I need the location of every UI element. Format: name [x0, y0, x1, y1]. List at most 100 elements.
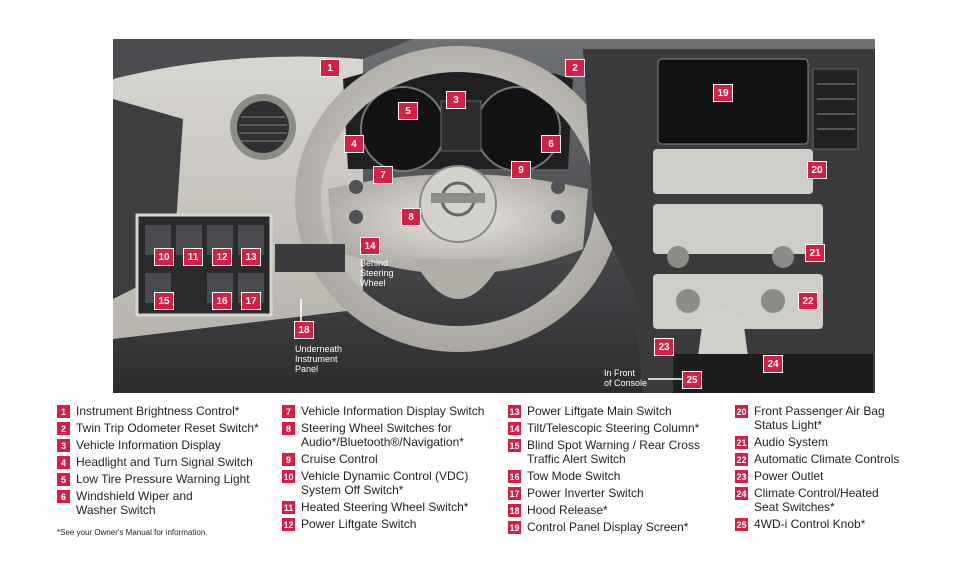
legend-label: Front Passenger Air Bag Status Light*: [754, 404, 885, 432]
legend-number: 9: [282, 453, 295, 466]
legend-label: Automatic Climate Controls: [754, 452, 900, 466]
legend-item: 10 Vehicle Dynamic Control (VDC) System O…: [282, 469, 497, 497]
legend-label: Tilt/Telescopic Steering Column*: [527, 421, 700, 435]
legend-label: Hood Release*: [527, 503, 608, 517]
underneath-panel-note: Underneath Instrument Panel: [295, 344, 343, 374]
callout-16: 16: [212, 292, 232, 310]
legend-number: 18: [508, 504, 521, 517]
legend-label: Vehicle Information Display: [76, 438, 221, 452]
legend-item: 24 Climate Control/Heated Seat Switches*: [735, 486, 955, 514]
callout-5: 5: [398, 102, 418, 120]
callout-22: 22: [798, 292, 818, 310]
callout-23: 23: [654, 338, 674, 356]
legend-label: Cruise Control: [301, 452, 378, 466]
legend-label: Climate Control/Heated Seat Switches*: [754, 486, 879, 514]
legend-number: 4: [57, 456, 70, 469]
legend-label: Heated Steering Wheel Switch*: [301, 500, 469, 514]
legend-item: 19 Control Panel Display Screen*: [508, 520, 728, 534]
legend-number: 3: [57, 439, 70, 452]
callout-20: 20: [807, 161, 827, 179]
callout-1: 1: [320, 59, 340, 77]
callout-9: 9: [511, 161, 531, 179]
callout-4: 4: [344, 135, 364, 153]
legend-label: Tow Mode Switch: [527, 469, 621, 483]
callout-14: 14: [360, 237, 380, 255]
legend-number: 6: [57, 490, 70, 503]
legend-label: Power Inverter Switch: [527, 486, 644, 500]
legend-label: Power Liftgate Main Switch: [527, 404, 672, 418]
legend-item: 4 Headlight and Turn Signal Switch: [57, 455, 272, 469]
callout-11: 11: [183, 248, 203, 266]
callout-10: 10: [154, 248, 174, 266]
callout-7: 7: [373, 166, 393, 184]
legend-number: 2: [57, 422, 70, 435]
footnote: *See your Owner's Manual for information…: [57, 528, 208, 537]
in-front-console-note: In Front of Console: [604, 368, 648, 388]
legend-item: 3 Vehicle Information Display: [57, 438, 272, 452]
legend-number: 1: [57, 405, 70, 418]
legend-number: 19: [508, 521, 521, 534]
legend-item: 21 Audio System: [735, 435, 955, 449]
legend-item: 23 Power Outlet: [735, 469, 955, 483]
legend-item: 22 Automatic Climate Controls: [735, 452, 955, 466]
legend-item: 25 4WD-i Control Knob*: [735, 517, 955, 531]
callout-21: 21: [805, 244, 825, 262]
legend-column-1: 1 Instrument Brightness Control* 2 Twin Tr…: [57, 404, 272, 520]
legend-number: 17: [508, 487, 521, 500]
legend-number: 14: [508, 422, 521, 435]
legend-label: Vehicle Information Display Switch: [301, 404, 485, 418]
legend-number: 8: [282, 422, 295, 435]
legend-number: 23: [735, 470, 748, 483]
legend-label: Vehicle Dynamic Control (VDC) System Off…: [301, 469, 469, 497]
legend-item: 14 Tilt/Telescopic Steering Column*: [508, 421, 728, 435]
callout-18: 18: [294, 321, 314, 339]
callout-25: 25: [682, 371, 702, 389]
legend-item: 17 Power Inverter Switch: [508, 486, 728, 500]
legend-number: 25: [735, 518, 748, 531]
legend-number: 22: [735, 453, 748, 466]
legend-item: 15 Blind Spot Warning / Rear Cross Traffi…: [508, 438, 728, 466]
callout-19: 19: [713, 84, 733, 102]
legend-column-3: 13 Power Liftgate Main Switch 14 Tilt/Tele…: [508, 404, 728, 537]
callout-6: 6: [541, 135, 561, 153]
callout-13: 13: [241, 248, 261, 266]
legend-label: Headlight and Turn Signal Switch: [76, 455, 253, 469]
legend-label: Steering Wheel Switches for Audio*/Bluet…: [301, 421, 464, 449]
legend-label: Windshield Wiper and Washer Switch: [76, 489, 193, 517]
legend-label: Twin Trip Odometer Reset Switch*: [76, 421, 259, 435]
legend-item: 2 Twin Trip Odometer Reset Switch*: [57, 421, 272, 435]
legend-label: Power Outlet: [754, 469, 824, 483]
callout-17: 17: [241, 292, 261, 310]
legend-item: 18 Hood Release*: [508, 503, 728, 517]
legend-label: Blind Spot Warning / Rear Cross Traffic …: [527, 438, 700, 466]
legend-number: 21: [735, 436, 748, 449]
legend-number: 11: [282, 501, 295, 514]
legend-number: 10: [282, 470, 295, 483]
dashboard-illustration: [113, 39, 875, 393]
legend-label: Audio System: [754, 435, 829, 449]
callout-8: 8: [401, 208, 421, 226]
callout-24: 24: [763, 355, 783, 373]
callout-3: 3: [446, 91, 466, 109]
legend-item: 13 Power Liftgate Main Switch: [508, 404, 728, 418]
legend-item: 16 Tow Mode Switch: [508, 469, 728, 483]
legend-number: 13: [508, 405, 521, 418]
legend-number: 24: [735, 487, 748, 500]
legend-label: Low Tire Pressure Warning Light: [76, 472, 250, 486]
legend-item: 6 Windshield Wiper and Washer Switch: [57, 489, 272, 517]
legend-item: 8 Steering Wheel Switches for Audio*/Blue…: [282, 421, 497, 449]
legend-label: 4WD-i Control Knob*: [754, 517, 866, 531]
dashboard-photo: 1 2 3 4 5 6 7 8 9 10 11 12 13 14 15 16 1…: [113, 39, 875, 393]
legend-label: Power Liftgate Switch: [301, 517, 417, 531]
legend-number: 15: [508, 439, 521, 452]
legend-item: 9 Cruise Control: [282, 452, 497, 466]
legend-label: Instrument Brightness Control*: [76, 404, 240, 418]
callout-15: 15: [154, 292, 174, 310]
legend-number: 5: [57, 473, 70, 486]
legend-label: Control Panel Display Screen*: [527, 520, 689, 534]
legend-item: 11 Heated Steering Wheel Switch*: [282, 500, 497, 514]
legend-number: 16: [508, 470, 521, 483]
callout-2: 2: [565, 59, 585, 77]
